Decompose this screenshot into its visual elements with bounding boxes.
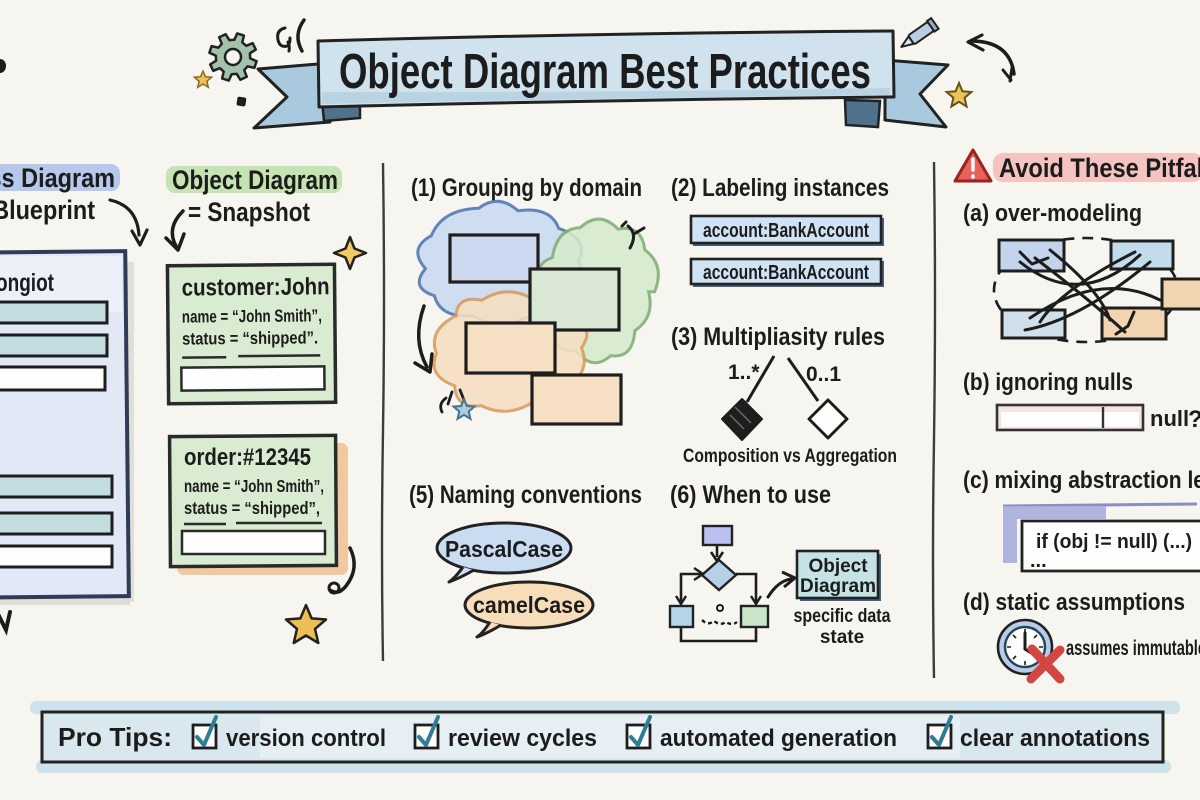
svg-text:review cycles: review cycles bbox=[448, 725, 597, 752]
svg-text:Composition vs Aggregation: Composition vs Aggregation bbox=[683, 445, 897, 467]
svg-text:(a) over-modeling: (a) over-modeling bbox=[963, 200, 1142, 227]
svg-text:Class Diagram: Class Diagram bbox=[0, 163, 115, 193]
svg-text:status = “shipped”,: status = “shipped”, bbox=[184, 498, 320, 518]
svg-text:?: ? bbox=[1188, 406, 1200, 433]
svg-text:Avoid These Pitfalls: Avoid These Pitfalls bbox=[999, 153, 1200, 183]
svg-text:(3) Multipliasity rules: (3) Multipliasity rules bbox=[671, 323, 885, 351]
svg-text:(2) Labeling instances: (2) Labeling instances bbox=[671, 174, 889, 202]
svg-text:Object: Object bbox=[808, 556, 868, 577]
svg-text:= Blueprint: = Blueprint bbox=[0, 195, 95, 225]
svg-text:Object Diagram Best Practices: Object Diagram Best Practices bbox=[339, 45, 871, 99]
svg-text:null: null bbox=[1150, 406, 1189, 431]
svg-text:account:BankAccount: account:BankAccount bbox=[703, 220, 869, 242]
svg-text:Object Diagram: Object Diagram bbox=[172, 165, 338, 195]
svg-text:= Snapshot: = Snapshot bbox=[188, 197, 310, 227]
svg-text:0..1: 0..1 bbox=[806, 363, 841, 386]
svg-text:(6) When to use: (6) When to use bbox=[670, 481, 831, 509]
svg-text:status = “shipped”.: status = “shipped”. bbox=[182, 327, 318, 348]
svg-text:account:BankAccount: account:BankAccount bbox=[703, 262, 869, 284]
svg-text:Diagram: Diagram bbox=[800, 576, 876, 597]
svg-text:camelCase: camelCase bbox=[473, 592, 585, 618]
svg-text:order:#12345: order:#12345 bbox=[184, 444, 311, 471]
svg-text:customer:John: customer:John bbox=[182, 273, 330, 301]
svg-text:(b) ignoring nulls: (b) ignoring nulls bbox=[963, 369, 1133, 396]
svg-text:if (obj != null) (...): if (obj != null) (...) bbox=[1036, 531, 1192, 553]
svg-text:Pro Tips:: Pro Tips: bbox=[58, 722, 172, 752]
svg-text:clear annotations: clear annotations bbox=[960, 725, 1150, 752]
svg-text:(d) static assumptions: (d) static assumptions bbox=[963, 589, 1185, 616]
svg-text:state: state bbox=[820, 627, 864, 648]
svg-text:1..*: 1..* bbox=[728, 361, 760, 384]
svg-text:version control: version control bbox=[226, 725, 386, 752]
svg-text:...: ... bbox=[1030, 550, 1047, 572]
svg-text:name = “John Smith”,: name = “John Smith”, bbox=[182, 305, 322, 326]
svg-text:name = “John Smith”,: name = “John Smith”, bbox=[184, 476, 324, 496]
svg-text:ongiot: ongiot bbox=[0, 269, 55, 297]
svg-text:automated generation: automated generation bbox=[660, 725, 897, 752]
svg-text:(1) Grouping by domain: (1) Grouping by domain bbox=[411, 174, 642, 202]
svg-text:(5) Naming conventions: (5) Naming conventions bbox=[409, 481, 642, 509]
svg-text:specific data: specific data bbox=[794, 606, 891, 627]
svg-text:PascalCase: PascalCase bbox=[445, 536, 563, 562]
svg-text:assumes immutable: assumes immutable bbox=[1066, 637, 1200, 660]
svg-text:(c) mixing abstraction le: (c) mixing abstraction le bbox=[963, 467, 1200, 494]
